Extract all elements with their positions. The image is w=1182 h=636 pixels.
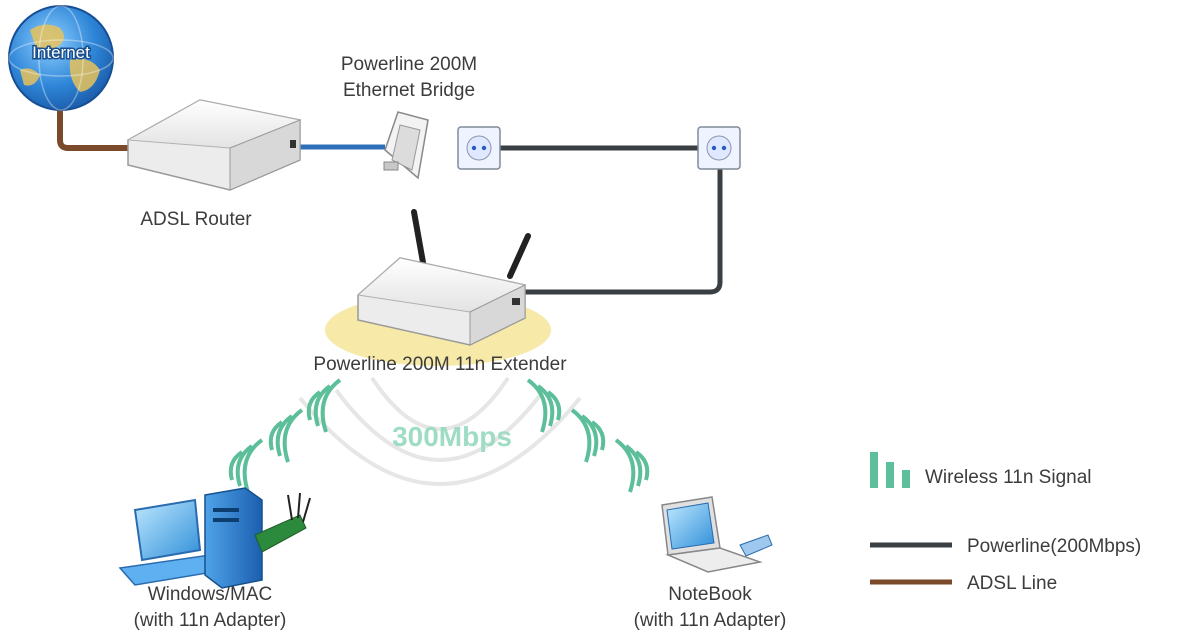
desktop-label-line2: (with 11n Adapter) — [134, 610, 287, 631]
legend-wireless-label: Wireless 11n Signal — [925, 467, 1092, 488]
powerline-extender-icon — [356, 209, 531, 346]
extender-label: Powerline 200M 11n Extender — [313, 354, 567, 375]
wireless-signal-icon — [228, 378, 342, 493]
desktop-label-line1: Windows/MAC — [148, 584, 273, 605]
notebook-label-line2: (with 11n Adapter) — [634, 610, 787, 631]
ethernet-bridge-icon — [383, 111, 429, 180]
wall-outlet-icon — [457, 126, 501, 170]
internet-label: Internet — [32, 43, 90, 62]
internet-globe-icon: Internet — [8, 5, 114, 111]
powerline-link-extender — [520, 166, 723, 295]
adsl-router-icon — [126, 99, 302, 191]
bridge-label-line2: Ethernet Bridge — [343, 80, 475, 101]
legend: Wireless 11n Signal Powerline(200Mbps) A… — [870, 452, 1141, 594]
notebook-computer-icon — [661, 496, 773, 573]
adsl-router-label: ADSL Router — [140, 209, 252, 230]
wall-outlet-icon — [697, 126, 741, 170]
desktop-computer-icon — [118, 487, 311, 589]
notebook-label-line1: NoteBook — [668, 584, 752, 605]
wireless-signal-icon — [526, 378, 650, 493]
wireless-legend-icon — [870, 452, 910, 488]
coverage-arcs — [298, 376, 582, 486]
legend-adsl-label: ADSL Line — [967, 573, 1057, 594]
legend-powerline-label: Powerline(200Mbps) — [967, 536, 1141, 557]
bridge-label-line1: Powerline 200M — [341, 54, 477, 75]
adsl-line — [57, 100, 130, 151]
speed-label: 300Mbps — [392, 421, 512, 452]
